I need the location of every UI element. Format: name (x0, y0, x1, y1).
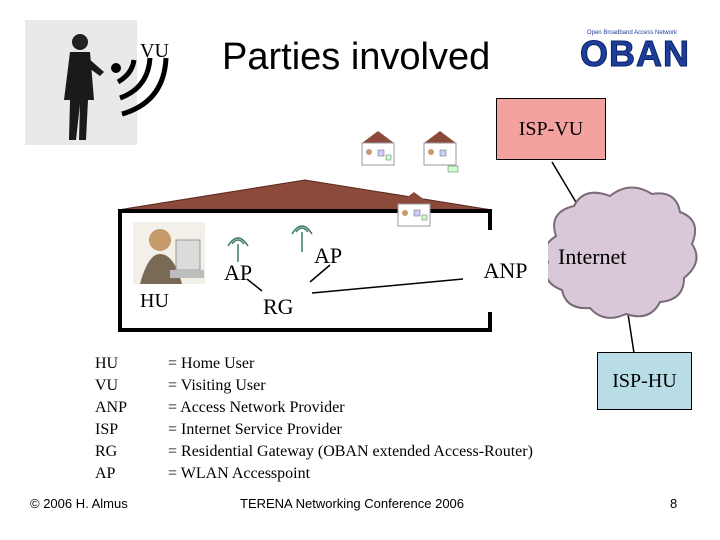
legend-desc: = Residential Gateway (OBAN extended Acc… (168, 443, 533, 460)
rg-label: RG (263, 294, 294, 319)
legend-abbr: AP (95, 465, 116, 482)
house-network-icon (423, 131, 459, 173)
legend-desc: = Visiting User (168, 377, 266, 394)
ap-right-antenna-icon (291, 225, 313, 252)
legend-abbr: ANP (95, 399, 128, 416)
legend-abbr: RG (95, 443, 118, 460)
legend-abbr: HU (95, 355, 119, 372)
ap-left-antenna-icon (227, 237, 249, 262)
link-rg-ap (309, 264, 331, 283)
legend-desc: = Access Network Provider (168, 399, 345, 416)
legend-desc: = WLAN Accesspoint (168, 465, 311, 482)
hu-label: HU (140, 290, 169, 312)
legend-desc: = Home User (168, 355, 255, 372)
ap-right-label: AP (314, 243, 343, 268)
link-rg-anp (311, 278, 464, 294)
visiting-user-photo (25, 20, 169, 145)
anp-label: ANP (483, 258, 528, 283)
logo-tagline: Open Broadband Access Network (586, 30, 678, 36)
home-user-photo (133, 222, 205, 284)
page-number: 8 (670, 496, 678, 511)
legend-abbr: VU (95, 377, 119, 394)
isp-hu-label: ISP-HU (612, 369, 677, 392)
house-network-icon (397, 192, 431, 227)
ap-left-label: AP (224, 260, 253, 285)
legend-abbr: ISP (95, 421, 119, 438)
anp-node: ANP (463, 230, 548, 312)
footer-conference: TERENA Networking Conference 2006 (240, 496, 465, 511)
house-network-icon (361, 131, 395, 166)
isp-vu-node: ISP-VU (496, 98, 606, 160)
link-ap-rg (246, 278, 263, 292)
legend-desc: = Internet Service Provider (168, 421, 342, 438)
vu-label: VU (140, 40, 169, 62)
isp-hu-node: ISP-HU (597, 352, 692, 410)
logo-wordmark: OBAN (580, 33, 690, 74)
oban-logo: Open Broadband Access Network OBAN (580, 30, 690, 74)
house-roof (117, 179, 493, 211)
internet-label: Internet (558, 244, 627, 269)
internet-cloud (543, 186, 698, 319)
slide-title: Parties involved (222, 36, 491, 78)
isp-vu-label: ISP-VU (518, 117, 584, 140)
footer-author: © 2006 H. Almus (30, 496, 128, 511)
